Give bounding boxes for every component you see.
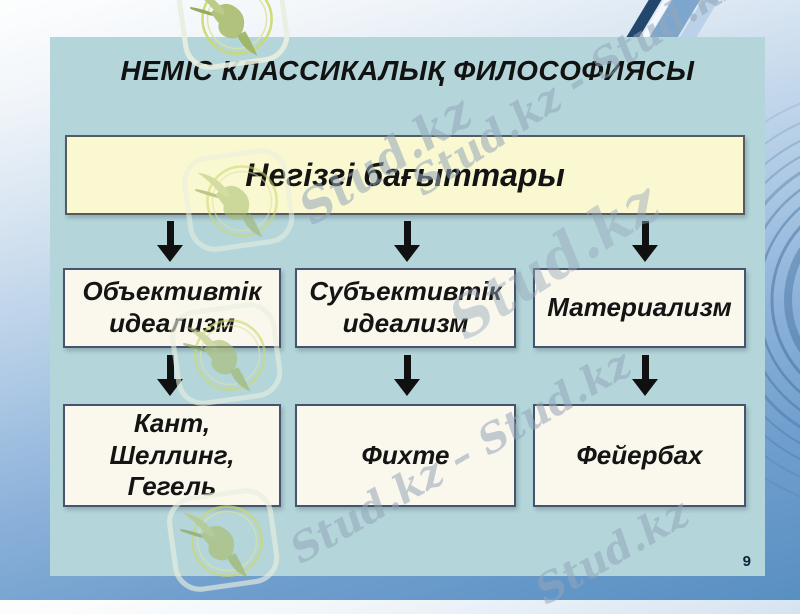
direction-box-subjective-idealism: Субъективтік идеализм — [295, 268, 516, 348]
down-arrow — [394, 355, 420, 396]
philosophers-box-kant-schelling-hegel: Кант, Шеллинг, Гегель — [63, 404, 281, 507]
slide-panel: НЕМІС КЛАССИКАЛЫҚ ФИЛОСОФИЯСЫ Негізгі ба… — [50, 37, 765, 576]
down-arrow — [157, 221, 183, 262]
down-arrow — [632, 221, 658, 262]
page-title: НЕМІС КЛАССИКАЛЫҚ ФИЛОСОФИЯСЫ — [120, 55, 695, 86]
direction-box-objective-idealism: Объективтік идеализм — [63, 268, 281, 348]
direction-box-materialism: Материализм — [533, 268, 746, 348]
down-arrow — [632, 355, 658, 396]
down-arrow — [157, 355, 183, 396]
main-directions-box: Негізгі бағыттары — [65, 135, 745, 215]
page-number: 9 — [742, 553, 751, 570]
philosophers-box-fichte: Фихте — [295, 404, 516, 507]
philosophers-box-feuerbach: Фейербах — [533, 404, 746, 507]
down-arrow — [394, 221, 420, 262]
